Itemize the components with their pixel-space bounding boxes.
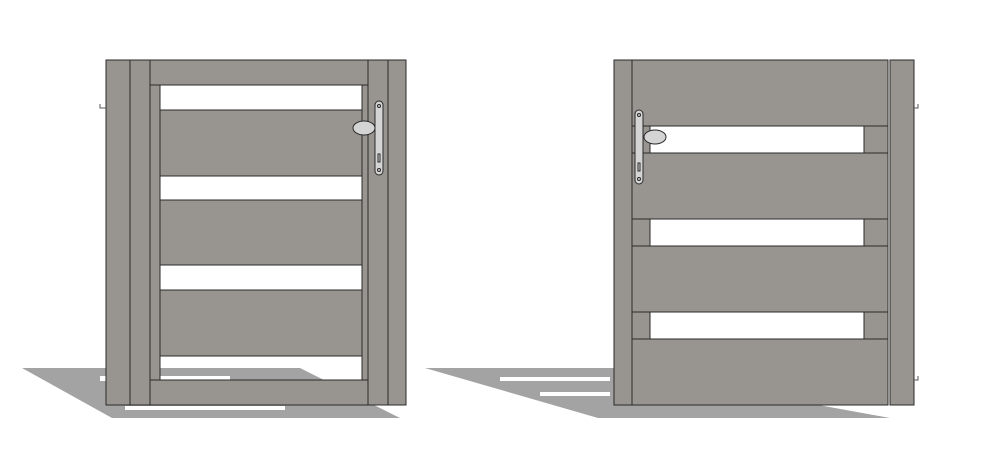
left-gate-top-rail (149, 59, 369, 86)
left-gate-end-post (387, 59, 407, 406)
left-gate (99, 59, 407, 406)
right-gate-panel (631, 338, 889, 406)
right-gate (613, 59, 919, 406)
left-gate-panel (159, 109, 363, 177)
left-gate-panel (159, 199, 363, 266)
door-handle-icon[interactable] (352, 100, 384, 176)
right-gate-panel (631, 59, 889, 127)
right-gate-panel (631, 245, 889, 313)
right-gate-hinge-post (889, 59, 915, 406)
left-gate-stile (149, 84, 161, 381)
door-handle-icon[interactable] (634, 109, 667, 185)
right-gate-panel (631, 152, 889, 220)
left-gate-bottom-rail (149, 379, 369, 406)
left-gate-hinge-post (105, 59, 131, 406)
left-gate-panel (159, 289, 363, 357)
left-gate-inner-post (129, 59, 151, 406)
right-gate-latch-post (613, 59, 633, 406)
